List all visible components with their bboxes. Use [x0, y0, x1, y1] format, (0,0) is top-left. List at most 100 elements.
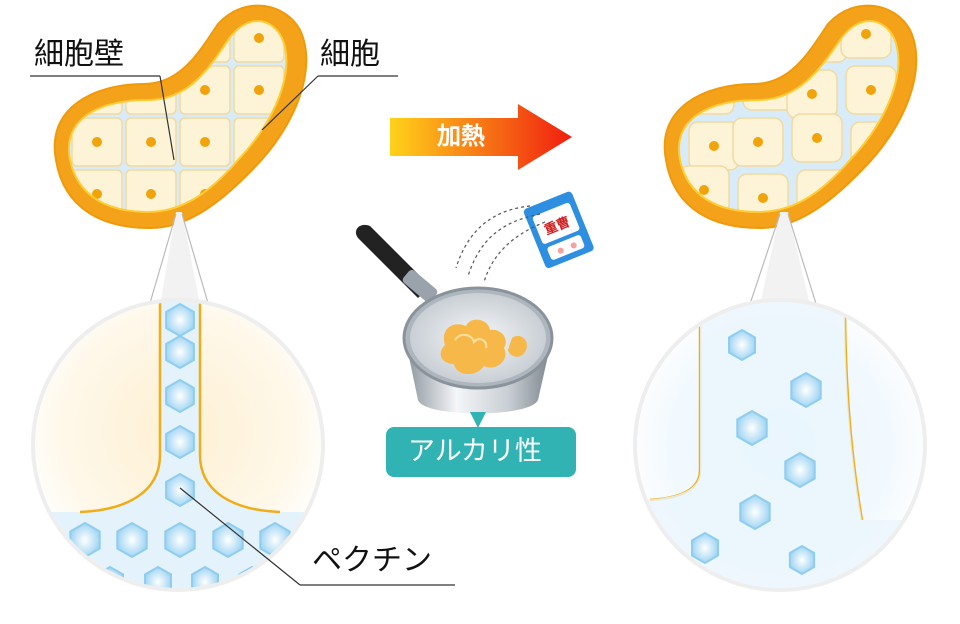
cell-nucleus [915, 137, 925, 147]
pectin-hexagon [165, 424, 195, 460]
cell-nucleus [200, 241, 210, 251]
cell-nucleus [362, 137, 372, 147]
cell-nucleus [753, 137, 763, 147]
heated-potato-section [663, 4, 960, 274]
label-alkaline: アルカリ性 [408, 436, 542, 467]
cell-nucleus [92, 189, 102, 199]
raw-zoom-circle [31, 298, 325, 592]
cell-nucleus [699, 185, 709, 195]
cell-nucleus [416, 189, 426, 199]
cell-nucleus [807, 245, 817, 255]
cell-nucleus [709, 141, 719, 151]
pectin-hexagon [116, 521, 148, 559]
cell-nucleus [146, 137, 156, 147]
cell [846, 222, 896, 270]
pectin-hexagons-dissolved [691, 328, 822, 576]
cell-nucleus [308, 189, 318, 199]
cell [954, 114, 960, 162]
cell [684, 222, 734, 270]
cell-nucleus [704, 241, 714, 251]
cell [234, 222, 284, 270]
pectin-hexagon [788, 544, 816, 576]
cell [125, 20, 177, 63]
cell [396, 66, 446, 114]
cell-nucleus [308, 241, 318, 251]
pectin-hexagon [144, 565, 172, 588]
cell-nucleus [758, 37, 768, 47]
cell-nucleus [416, 241, 426, 251]
pectin-hexagon [165, 302, 195, 338]
heated-zoom-circle [633, 298, 927, 592]
cell [342, 66, 392, 114]
cell-nucleus [807, 89, 817, 99]
label-cell-wall: 細胞壁 [34, 37, 124, 72]
cell-nucleus [866, 241, 876, 251]
pectin-hexagon [212, 521, 244, 559]
heating-arrow [390, 104, 572, 170]
cell-nucleus [362, 189, 372, 199]
cell-nucleus [146, 33, 156, 43]
pectin-hexagon [739, 493, 771, 531]
pectin-hexagon [69, 521, 101, 559]
pectin-hexagons-bonded [69, 302, 291, 588]
cell-nucleus [200, 137, 210, 147]
cell-nucleus [308, 33, 318, 43]
cell-nucleus [861, 185, 871, 195]
cell [342, 118, 392, 166]
cell-nucleus [925, 237, 935, 247]
baking-soda-package-icon: 重曹 [523, 191, 594, 269]
cell-nucleus [200, 85, 210, 95]
pectin-hexagon [191, 565, 219, 588]
pectin-hexagon [728, 328, 756, 362]
cell-nucleus [416, 33, 426, 43]
cell-nucleus [146, 189, 156, 199]
saucepan-icon [355, 224, 554, 414]
cell [949, 226, 960, 274]
cell-nucleus [758, 193, 768, 203]
cell-nucleus [416, 85, 426, 95]
pectin-hexagon [736, 409, 768, 447]
cell-nucleus [362, 85, 372, 95]
cell-nucleus [308, 137, 318, 147]
cell [288, 118, 338, 166]
alkaline-tag-bg [386, 427, 576, 477]
cell-nucleus [254, 189, 264, 199]
pectin-hexagon [165, 334, 195, 370]
pectin-hexagon [784, 451, 816, 489]
pectin-hexagon [164, 521, 196, 559]
alkaline-pointer [470, 412, 486, 428]
cell [737, 20, 789, 67]
cell [396, 170, 446, 218]
pectin-hexagon [165, 378, 195, 414]
cell-nucleus [925, 81, 935, 91]
cell [288, 222, 338, 270]
cell-nucleus [308, 85, 318, 95]
cell [905, 218, 955, 266]
cell [678, 20, 730, 59]
cell [894, 117, 899, 167]
cell-nucleus [812, 133, 822, 143]
cell [949, 70, 960, 118]
cell-nucleus [92, 137, 102, 147]
zoom-cone-right [760, 212, 810, 305]
cell [342, 170, 392, 218]
cell [900, 174, 950, 222]
cell-nucleus [920, 193, 930, 203]
zoom-cone-left [160, 212, 200, 305]
label-pectin: ペクチン [312, 543, 432, 578]
pectin-hexagon [165, 472, 195, 508]
cell-nucleus [861, 29, 871, 39]
cell-nucleus [146, 241, 156, 251]
pectin-hexagon [691, 531, 719, 565]
label-cell: 細胞 [320, 37, 380, 72]
cell-nucleus [920, 37, 930, 47]
cell-nucleus [699, 29, 709, 39]
cell [396, 14, 446, 62]
cell-nucleus [866, 85, 876, 95]
cell-nucleus [92, 241, 102, 251]
cell [72, 222, 122, 270]
cell [288, 170, 338, 218]
pectin-hexagon [790, 371, 822, 409]
